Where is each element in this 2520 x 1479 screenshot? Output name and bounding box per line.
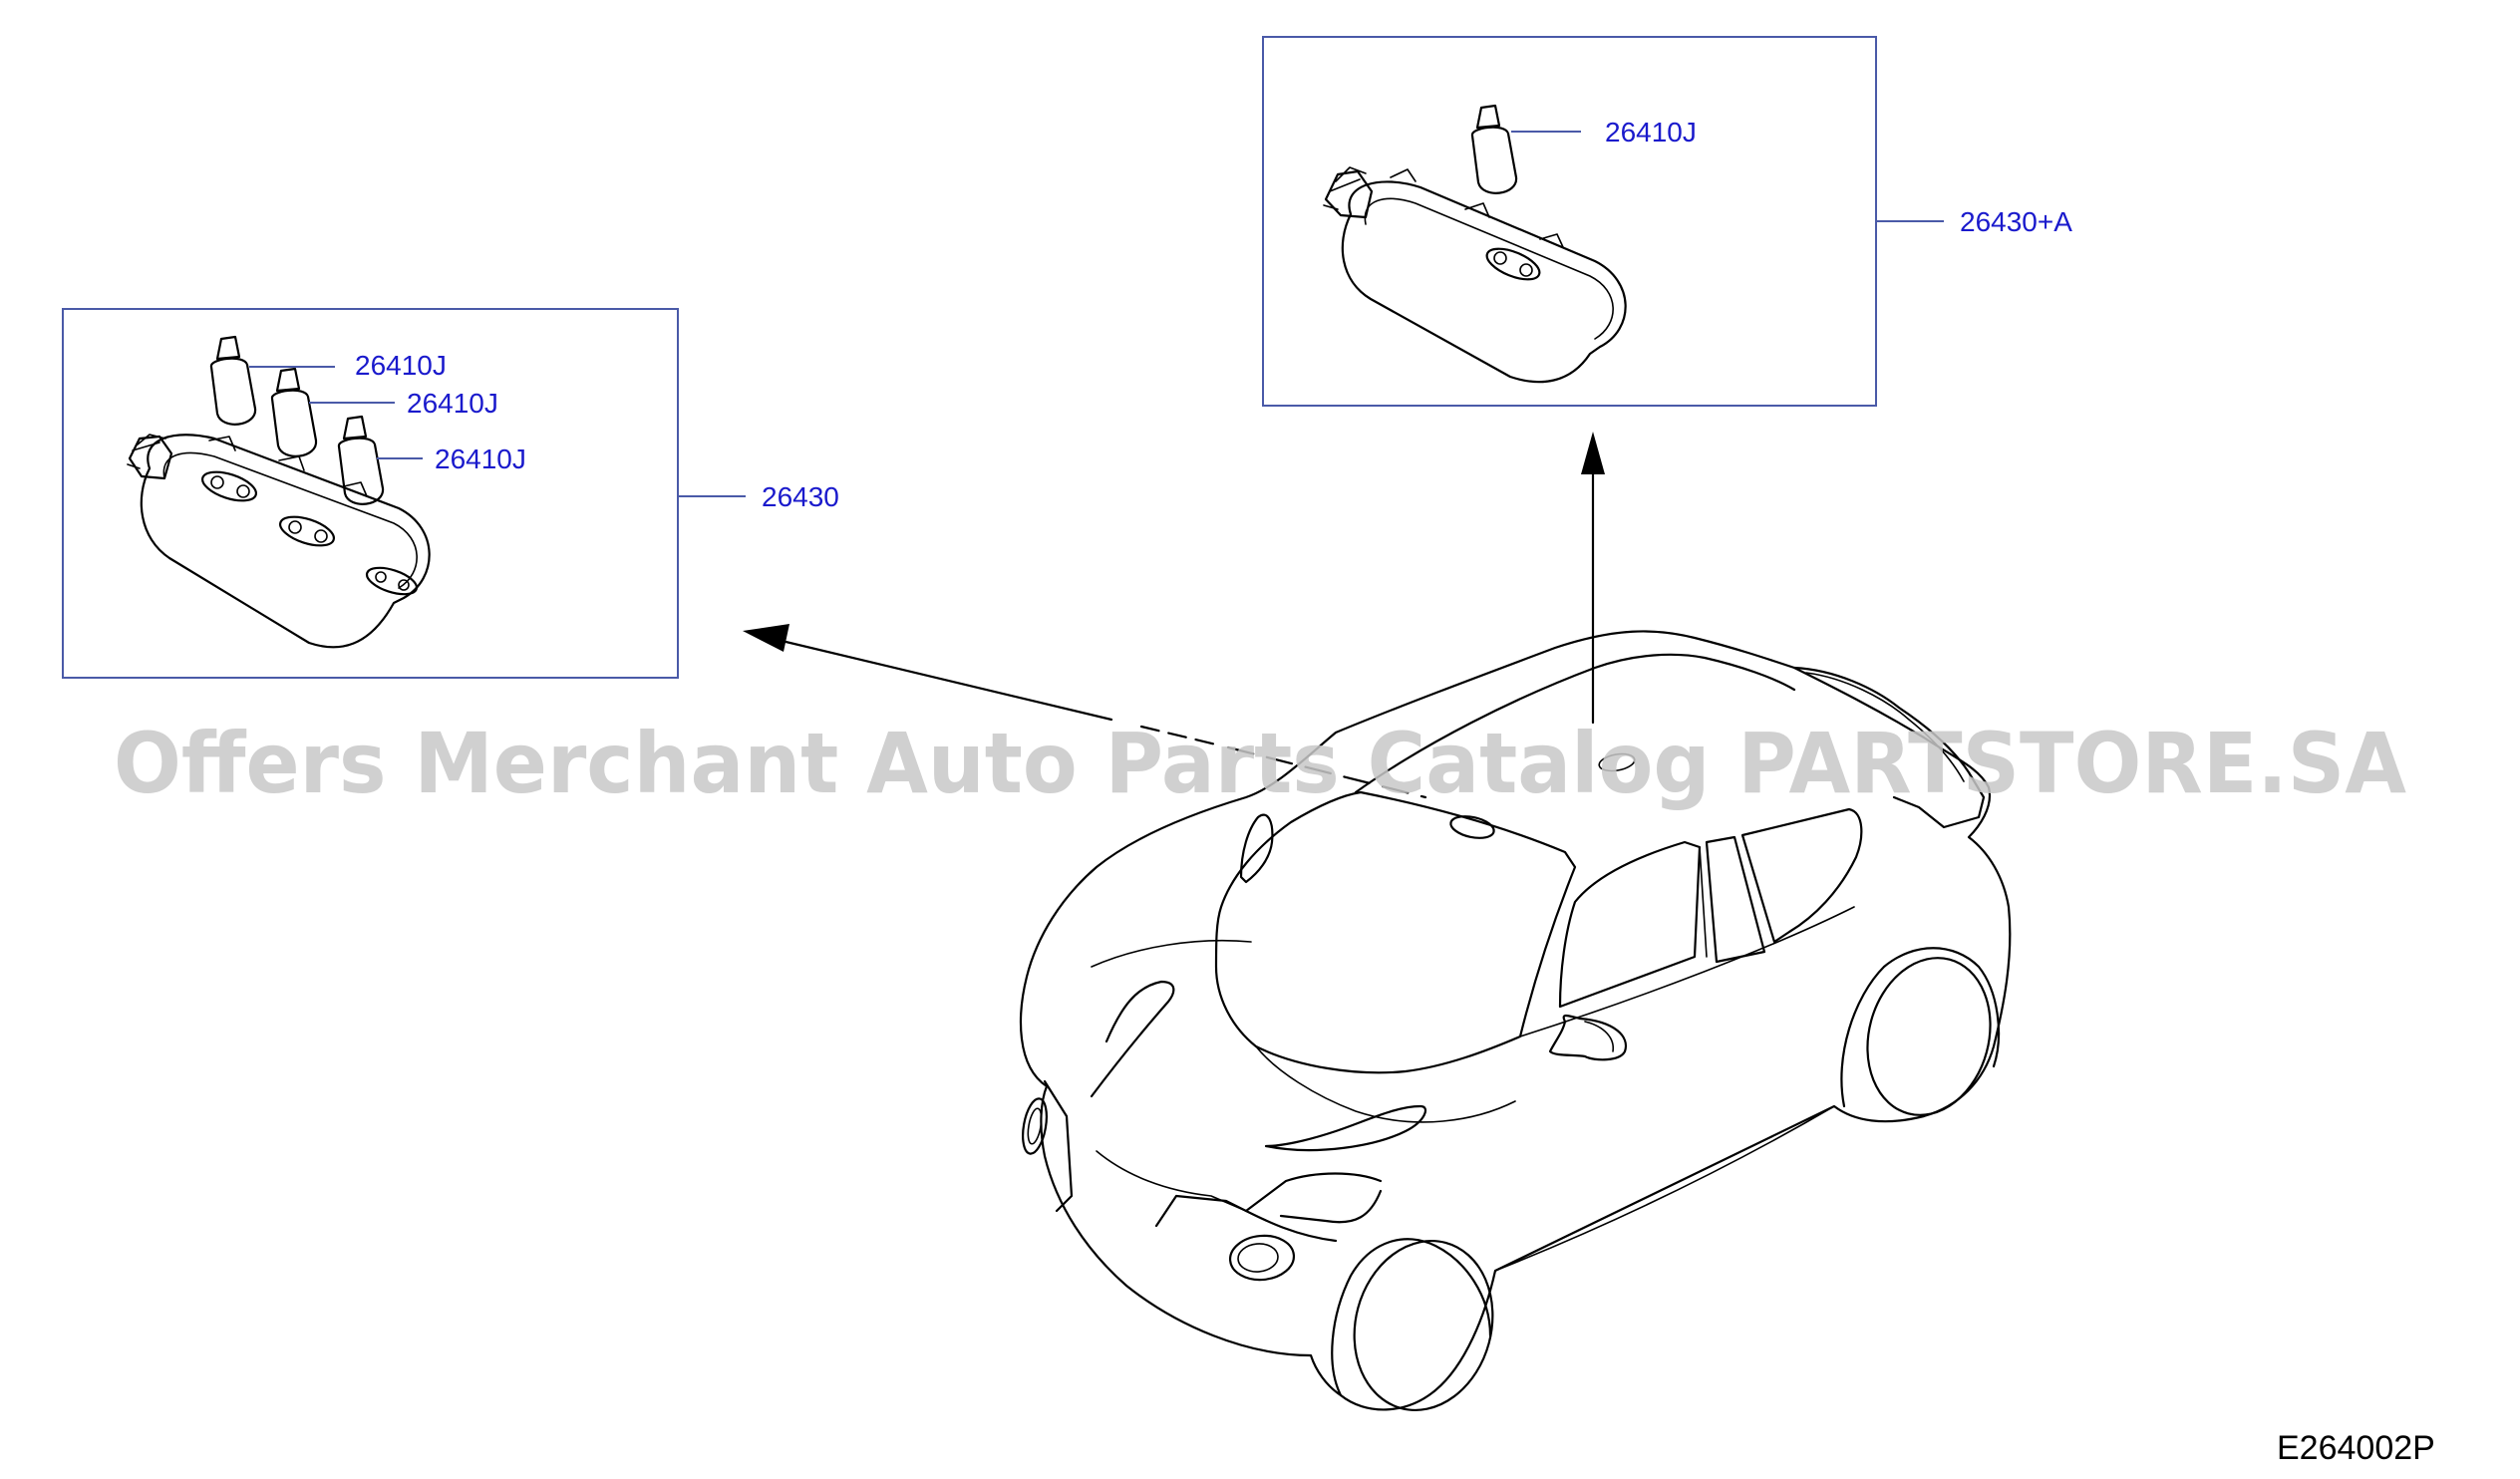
arrow-head-up [1581,432,1605,474]
map-lamp-location-icon [1449,815,1495,839]
bulb-label-3[interactable]: 26410J [435,444,526,474]
right-callout-box: 26410J 26430+A [1262,36,2072,407]
bulb-3-icon [337,415,385,505]
assembly-label-left[interactable]: 26430 [762,481,839,512]
bulb-1-icon [209,335,257,426]
assembly-label-right[interactable]: 26430+A [1960,206,2072,237]
bulb-2-icon [270,367,318,457]
left-box-frame [62,308,679,679]
map-lamp-assembly-1-icon [1323,166,1627,384]
left-callout-box: 26410J 26410J 26410J 26430 [62,308,839,679]
bulb-4-icon [1470,104,1518,194]
diagram-code: E264002P [2277,1429,2435,1467]
bulb-label-2[interactable]: 26410J [407,388,498,419]
bulb-label-4[interactable]: 26410J [1605,117,1697,148]
arrow-to-left-box [776,638,1113,722]
right-box-frame [1262,36,1877,407]
pointer-arrows [743,432,1605,799]
map-lamp-assembly-3-icon [127,434,431,649]
watermark-text: Offers Merchant Auto Parts Catalog PARTS… [114,715,2406,812]
bulb-label-1[interactable]: 26410J [355,350,447,381]
arrow-head-left [743,624,789,652]
car-illustration [1019,630,2012,1412]
